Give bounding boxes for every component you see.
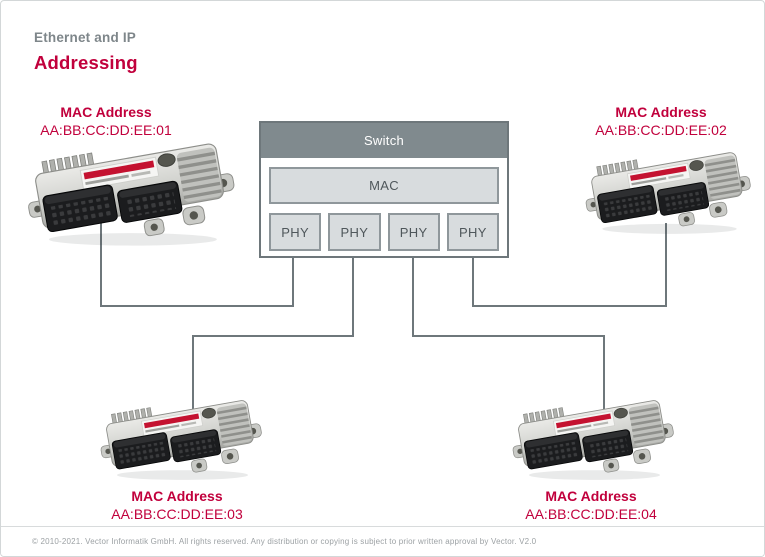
switch-phy-port-3: PHY	[387, 213, 440, 251]
mac-address-value: AA:BB:CC:DD:EE:02	[595, 122, 727, 138]
ecu-image-3	[99, 395, 263, 485]
mac-address-value: AA:BB:CC:DD:EE:01	[40, 122, 172, 138]
ecu-image-1	[26, 137, 236, 252]
switch-phy-port-2: PHY	[328, 213, 381, 251]
mac-address-label: MAC Address	[131, 488, 223, 504]
node-label-1: MAC Address AA:BB:CC:DD:EE:01	[1, 103, 216, 139]
node-label-2: MAC Address AA:BB:CC:DD:EE:02	[551, 103, 764, 139]
switch-title-bar: Switch	[261, 123, 507, 158]
node-label-3: MAC Address AA:BB:CC:DD:EE:03	[67, 487, 287, 523]
slide-subtitle: Ethernet and IP	[34, 30, 137, 45]
mac-address-value: AA:BB:CC:DD:EE:04	[525, 506, 657, 522]
node-label-4: MAC Address AA:BB:CC:DD:EE:04	[481, 487, 701, 523]
mac-address-label: MAC Address	[60, 104, 152, 120]
mac-address-value: AA:BB:CC:DD:EE:03	[111, 506, 243, 522]
footer: © 2010-2021. Vector Informatik GmbH. All…	[1, 526, 764, 556]
wire-phy2-to-ecu3	[192, 257, 354, 416]
mac-address-label: MAC Address	[545, 488, 637, 504]
page-title: Addressing	[34, 52, 138, 73]
ecu-image-4	[511, 395, 675, 485]
switch-phy-port-1: PHY	[269, 213, 322, 251]
copyright-text: © 2010-2021. Vector Informatik GmbH. All…	[32, 537, 537, 546]
ecu-image-2	[584, 147, 752, 239]
mac-address-label: MAC Address	[615, 104, 707, 120]
wire-phy3-to-ecu4	[412, 257, 605, 416]
switch-box: Switch MAC PHY PHY PHY PHY	[259, 121, 509, 258]
switch-phy-port-4: PHY	[446, 213, 499, 251]
switch-phy-row: PHY PHY PHY PHY	[269, 213, 499, 251]
switch-mac-layer: MAC	[269, 167, 499, 204]
